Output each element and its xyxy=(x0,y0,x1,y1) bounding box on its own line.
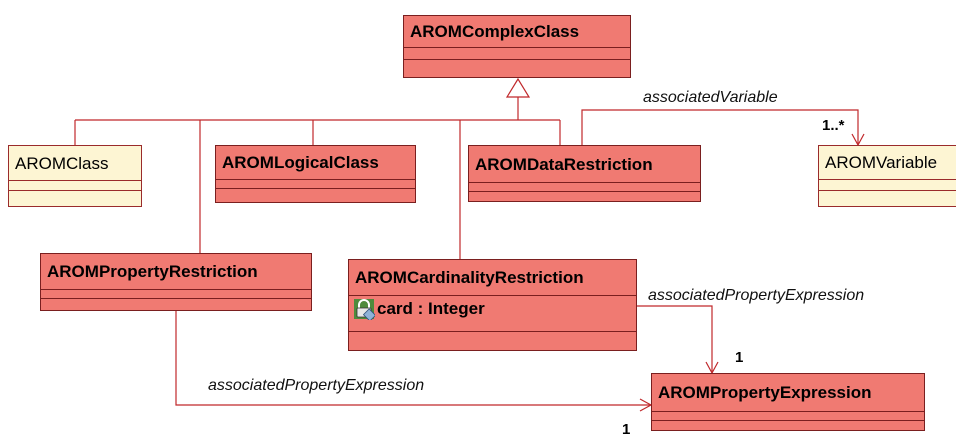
attribute-lock-icon xyxy=(354,299,375,320)
operations-compartment xyxy=(652,421,924,430)
attributes-compartment: card : Integer xyxy=(349,296,636,332)
attributes-compartment xyxy=(652,412,924,421)
association-label-associated-variable: associatedVariable xyxy=(643,89,778,106)
class-arom-property-restriction[interactable]: AROMPropertyRestriction xyxy=(40,253,312,311)
attributes-compartment xyxy=(469,183,700,192)
attributes-compartment xyxy=(9,181,141,191)
multiplicity-property-to-expression: 1 xyxy=(622,421,631,438)
attributes-compartment xyxy=(404,48,630,60)
class-name: AROMPropertyExpression xyxy=(652,374,924,412)
attribute-card[interactable]: card : Integer xyxy=(349,296,636,322)
multiplicity-associated-variable: 1..* xyxy=(822,117,845,134)
class-name: AROMCardinalityRestriction xyxy=(349,260,636,296)
operations-compartment xyxy=(819,191,956,206)
association-cardinality-to-expression xyxy=(636,305,713,373)
multiplicity-cardinality-to-expression: 1 xyxy=(735,349,744,366)
operations-compartment xyxy=(216,189,415,202)
attributes-compartment xyxy=(41,290,311,299)
class-arom-logical-class[interactable]: AROMLogicalClass xyxy=(215,145,416,203)
class-name: AROMLogicalClass xyxy=(216,146,415,180)
attributes-compartment xyxy=(819,180,956,191)
association-label-cardinality-to-expression: associatedPropertyExpression xyxy=(648,287,865,304)
class-arom-cardinality-restriction[interactable]: AROMCardinalityRestriction card : Intege… xyxy=(348,259,637,351)
attributes-compartment xyxy=(216,180,415,189)
class-arom-class[interactable]: AROMClass xyxy=(8,145,142,207)
attribute-text: card : Integer xyxy=(377,299,485,318)
class-arom-property-expression[interactable]: AROMPropertyExpression xyxy=(651,373,925,431)
association-property-to-expression xyxy=(175,311,651,406)
class-name: AROMComplexClass xyxy=(404,16,630,48)
operations-compartment xyxy=(349,332,636,350)
class-name: AROMDataRestriction xyxy=(469,146,700,183)
class-name: AROMClass xyxy=(9,146,141,181)
class-name: AROMPropertyRestriction xyxy=(41,254,311,290)
operations-compartment xyxy=(41,299,311,310)
generalization-triangle xyxy=(505,77,531,98)
class-arom-data-restriction[interactable]: AROMDataRestriction xyxy=(468,145,701,202)
operations-compartment xyxy=(404,60,630,77)
class-name: AROMVariable xyxy=(819,146,956,180)
class-arom-complex-class[interactable]: AROMComplexClass xyxy=(403,15,631,78)
class-arom-variable[interactable]: AROMVariable xyxy=(818,145,956,207)
operations-compartment xyxy=(9,191,141,206)
association-associated-variable xyxy=(581,109,859,145)
association-label-property-to-expression: associatedPropertyExpression xyxy=(208,377,425,394)
operations-compartment xyxy=(469,192,700,201)
